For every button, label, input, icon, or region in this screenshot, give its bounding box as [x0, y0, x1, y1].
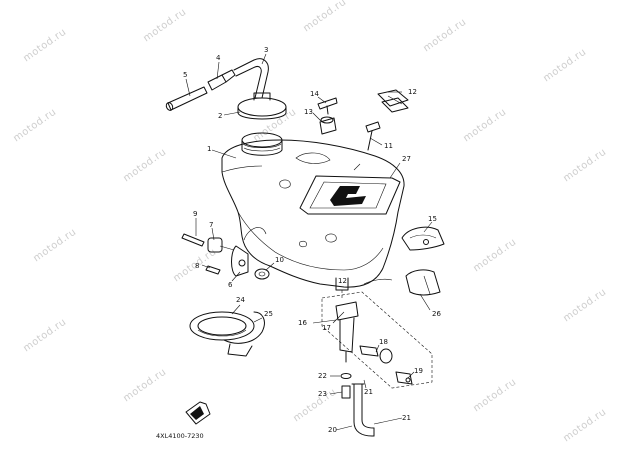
callout-9: 9: [193, 210, 197, 218]
part-fuel-tank: [221, 132, 405, 291]
callout-22: 22: [318, 372, 327, 380]
callout-16: 16: [298, 319, 307, 327]
part-breather-hose: [233, 58, 269, 99]
part-fuel-hose: [351, 383, 375, 437]
callout-5: 5: [183, 71, 187, 79]
part-check-valve: [207, 69, 236, 91]
part-bolt-collar: [317, 97, 338, 135]
callout-6: 6: [228, 281, 233, 289]
callout-17: 17: [322, 324, 331, 332]
callout-21-b: 21: [402, 414, 411, 422]
callout-2: 2: [218, 112, 222, 120]
part-damper: [377, 89, 409, 113]
callout-7: 7: [209, 221, 213, 229]
part-hose: [165, 86, 208, 111]
fuel-cock-subassembly: [321, 290, 433, 399]
callout-11: 11: [384, 142, 393, 150]
callout-21-a: 21: [364, 388, 373, 396]
callout-12: 12: [408, 88, 417, 96]
callout-27: 27: [402, 155, 411, 163]
front-direction-icon: [185, 401, 211, 425]
callout-23: 23: [318, 390, 327, 398]
callout-26: 26: [432, 310, 441, 318]
callout-4: 4: [216, 54, 221, 62]
callout-18: 18: [379, 338, 388, 346]
callout-1: 1: [207, 145, 211, 153]
part-bracket: [401, 226, 445, 251]
callout-8: 8: [195, 262, 199, 270]
callout-20: 20: [328, 426, 337, 434]
callout-15: 15: [428, 215, 437, 223]
part-bolt: [365, 121, 381, 151]
callout-13: 13: [304, 108, 313, 116]
callout-12-tank: 12: [338, 277, 347, 285]
part-fuel-cap: [237, 92, 287, 120]
callout-3: 3: [264, 46, 268, 54]
callout-10: 10: [275, 256, 284, 264]
part-mounting-hardware: [181, 233, 270, 280]
part-rubber-strap: [189, 311, 265, 357]
callout-25: 25: [264, 310, 273, 318]
part-band: [363, 269, 441, 296]
callout-24: 24: [236, 296, 245, 304]
callout-labels: 1 2 3 4 5 6 7 8 9 10 11 12 13 14 15 16 1…: [183, 46, 441, 434]
diagram-code: 4XL4100-7230: [156, 432, 204, 440]
leader-lines: [185, 53, 433, 431]
callout-14: 14: [310, 90, 319, 98]
callout-19: 19: [414, 367, 423, 375]
